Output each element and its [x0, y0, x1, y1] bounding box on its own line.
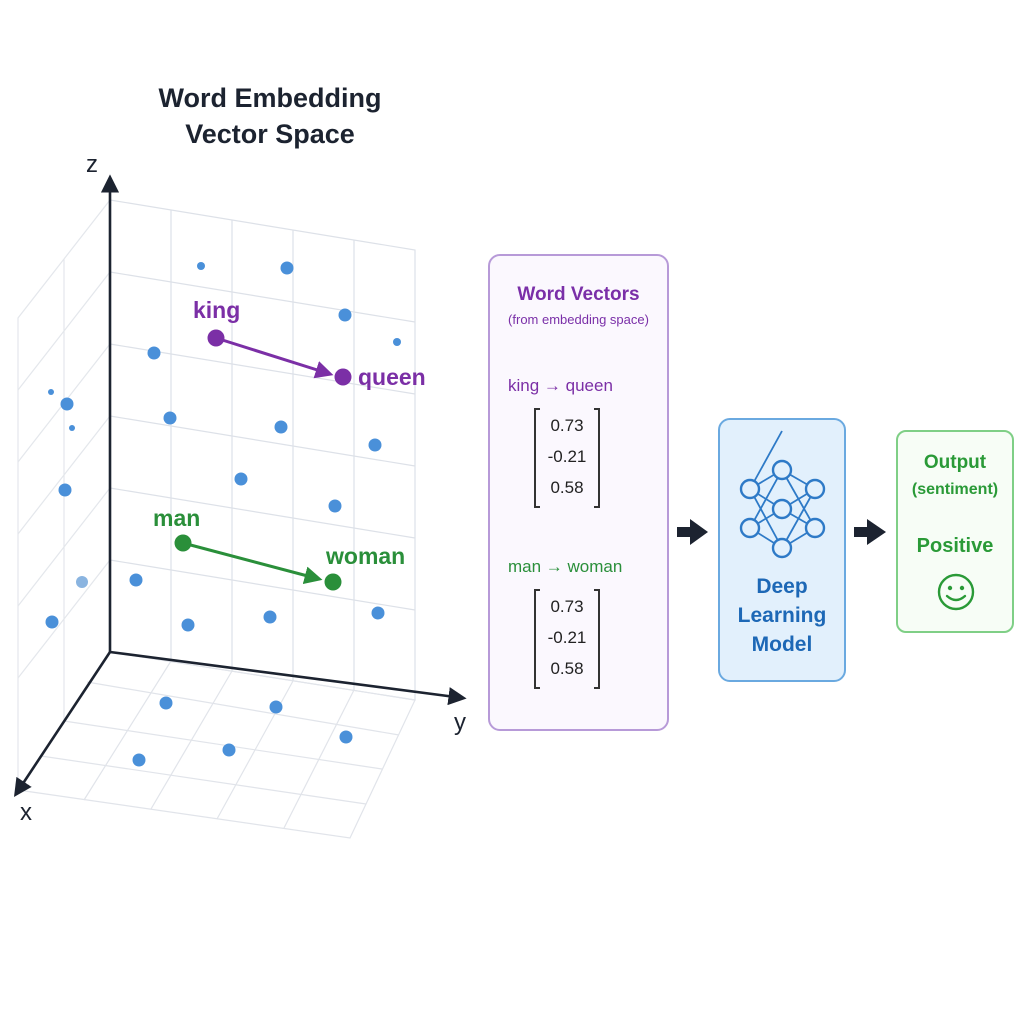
embedding-point: [368, 438, 382, 452]
output-panel: Output (sentiment) Positive: [896, 430, 1014, 633]
embedding-point: [132, 753, 146, 767]
vector-value: 0.58: [550, 478, 584, 497]
man-point: [174, 534, 192, 552]
embedding-point: [69, 425, 75, 431]
vector-value: 0.73: [550, 597, 584, 616]
embedding-point: [274, 420, 288, 434]
floor-plane-grid: [16, 651, 416, 839]
z-axis-label: z: [86, 151, 98, 178]
output-title: Output: [923, 452, 987, 473]
embedding-point: [181, 618, 195, 632]
embedding-points: [45, 261, 401, 767]
flow-arrows: [677, 519, 886, 545]
y-axis: [109, 650, 467, 706]
king-queen-pair-label: king → queen: [508, 376, 613, 395]
embedding-point: [197, 262, 205, 270]
embedding-point: [58, 483, 72, 497]
embedding-point: [60, 397, 74, 411]
queen-label: queen: [358, 364, 426, 390]
embedding-point: [48, 389, 54, 395]
man-woman-pair-label: man → woman: [508, 557, 623, 576]
man-label: man: [153, 505, 200, 531]
embedding-point: [222, 743, 236, 757]
embedding-point: [393, 338, 401, 346]
king-point: [207, 329, 225, 347]
man-woman-vector: 0.73 -0.21 0.58: [534, 589, 600, 689]
queen-point: [334, 368, 352, 386]
output-subtitle: (sentiment): [911, 481, 999, 498]
x-axis: [13, 651, 112, 798]
woman-label: woman: [325, 543, 405, 569]
embedding-point: [76, 576, 88, 588]
embedding-point: [263, 610, 277, 624]
vector-value: -0.21: [547, 628, 587, 647]
flow-arrow-to-output: [854, 519, 886, 545]
axes: z y x: [13, 151, 467, 826]
embedding-point: [129, 573, 143, 587]
embedding-point: [163, 411, 177, 425]
woman-point: [324, 573, 342, 591]
x-axis-label: x: [20, 799, 32, 826]
neural-network-icon: [739, 430, 826, 559]
output-value: Positive: [916, 535, 994, 557]
embedding-point: [371, 606, 385, 620]
vector-value: 0.73: [550, 416, 584, 435]
embedding-point: [159, 696, 173, 710]
smiley-icon: [937, 573, 975, 611]
king-queen-relation: king queen: [193, 297, 426, 390]
vector-value: 0.58: [550, 659, 584, 678]
diagram-title: Word Embedding Vector Space: [158, 83, 382, 149]
flow-arrow-to-model: [677, 519, 708, 545]
embedding-point: [45, 615, 59, 629]
man-woman-relation: man woman: [153, 505, 405, 591]
embedding-point: [328, 499, 342, 513]
vector-value: -0.21: [547, 447, 587, 466]
embedding-point: [338, 308, 352, 322]
word-vectors-panel: Word Vectors (from embedding space) king…: [488, 254, 669, 731]
king-label: king: [193, 297, 240, 323]
y-axis-label: y: [454, 709, 466, 736]
word-vectors-subtitle: (from embedding space): [508, 312, 649, 327]
embedding-point: [147, 346, 161, 360]
embedding-point: [234, 472, 248, 486]
embedding-point: [280, 261, 294, 275]
embedding-point: [339, 730, 353, 744]
embedding-point: [269, 700, 283, 714]
word-vectors-title: Word Vectors: [517, 284, 640, 305]
deep-learning-model-panel: Deep Learning Model: [718, 418, 846, 682]
king-queen-vector: 0.73 -0.21 0.58: [534, 408, 600, 508]
back-plane-grid: [109, 199, 416, 701]
model-label: Deep Learning Model: [737, 575, 827, 656]
